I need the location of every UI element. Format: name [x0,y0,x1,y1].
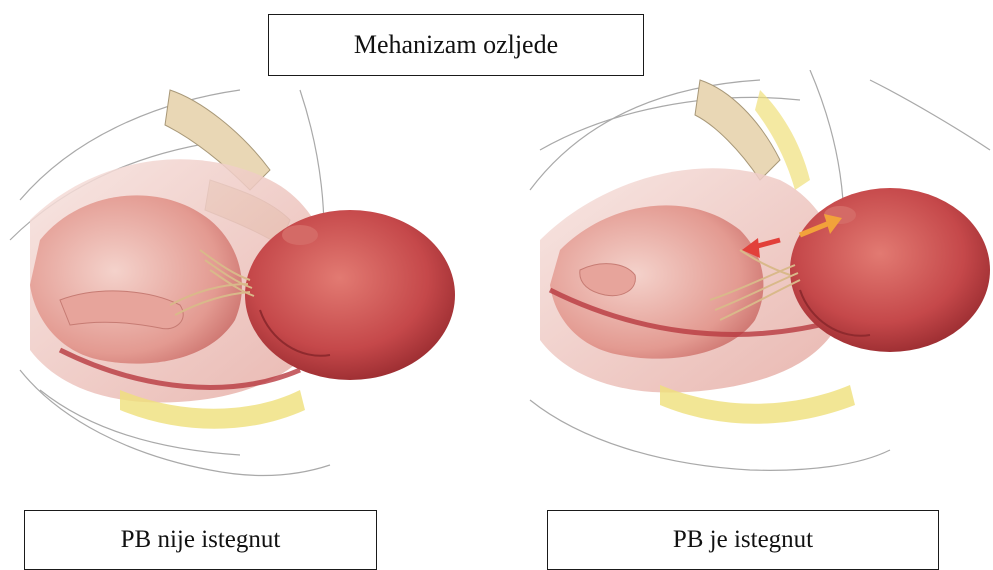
caption-right-box: PB je istegnut [547,510,939,570]
baby-body [30,195,242,363]
caption-left: PB nije istegnut [121,526,281,554]
baby-head [245,210,455,380]
illustration-pb-stretched [510,70,993,500]
title-box: Mehanizam ozljede [268,14,644,76]
baby-ear [282,225,318,245]
baby-head [790,188,990,352]
caption-left-box: PB nije istegnut [24,510,377,570]
title-text: Mehanizam ozljede [354,30,558,60]
caption-right: PB je istegnut [673,526,813,554]
illustration-pb-not-stretched [0,70,470,500]
